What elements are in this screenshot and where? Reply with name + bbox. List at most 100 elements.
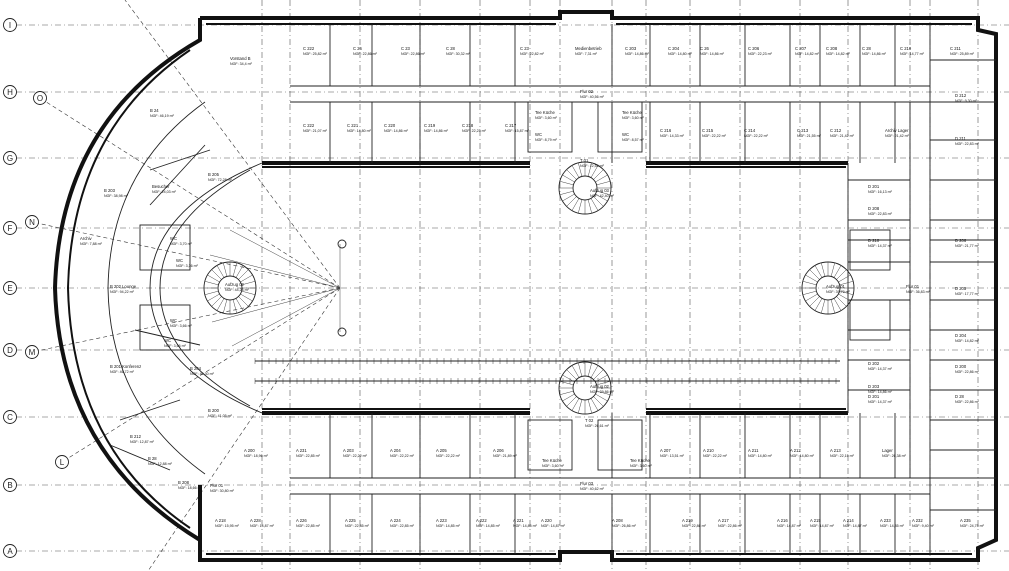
room-name: B 28	[148, 456, 157, 461]
room-area: NGF: 3,66 m²	[164, 344, 187, 348]
room-name: C 207	[795, 46, 807, 51]
radial-bubble-o: O	[33, 91, 47, 105]
room-name: A 208	[612, 518, 623, 523]
room-name: A 226	[296, 518, 307, 523]
room-name: Tee Küche	[622, 110, 642, 115]
room-area: NGF: 30,80 m²	[210, 489, 235, 493]
room-area: NGF: 22,22 m²	[702, 134, 727, 138]
room-area: NGF: 22,22 m²	[703, 454, 728, 458]
room-name: C 221	[347, 123, 359, 128]
grid-bubble-f: F	[3, 221, 17, 235]
room-name: Aufzug 01	[826, 284, 846, 289]
room-area: NGF: 30,32 m²	[446, 52, 471, 56]
room-area: NGF: 26,61 m²	[585, 424, 610, 428]
room-name: B 201 Konferenz	[110, 364, 141, 369]
room-name: C 23	[401, 46, 411, 51]
radial-bubble-n: N	[25, 215, 39, 229]
room-name: C 23	[520, 46, 530, 51]
room-area: NGF: 14,33 m²	[660, 134, 685, 138]
room-name: A 222	[476, 518, 487, 523]
room-area: NGF: 24,03 m²	[152, 190, 177, 194]
room-area: NGF: 14,86 m²	[625, 52, 650, 56]
room-name: A 200	[244, 448, 255, 453]
room-name: B 204	[190, 366, 202, 371]
room-area: NGF: 22,85 m²	[390, 524, 415, 528]
room-area: NGF: 14,80 m²	[347, 129, 372, 133]
room-area: NGF: 14,82 m²	[955, 339, 980, 343]
grid-bubble-h: H	[3, 85, 17, 99]
room-name: WC	[170, 318, 177, 323]
room-name: D 203	[868, 384, 880, 389]
room-area: NGF: 22,15 m²	[830, 454, 855, 458]
room-area: NGF: 14,86 m²	[424, 129, 449, 133]
room-area: NGF: 14,80 m²	[668, 52, 693, 56]
grid-bubble-label: C	[7, 413, 13, 422]
radial-bubble-m: M	[25, 345, 39, 359]
room-name: D 211	[955, 136, 967, 141]
room-area: NGF: 14,85 m²	[436, 524, 461, 528]
room-name: A 224	[390, 518, 401, 523]
room-name: C 220	[384, 123, 396, 128]
room-area: NGF: 38,98 m²	[104, 194, 129, 198]
room-name: B 202 Lounge	[110, 284, 137, 289]
room-area: NGF: 3,70 m²	[170, 242, 193, 246]
room-area: NGF: 34,4 m²	[230, 62, 253, 66]
room-name: T 01	[580, 158, 589, 163]
room-name: D 206	[955, 238, 967, 243]
room-area: NGF: 21,42 m²	[885, 134, 910, 138]
radial-bubble-label: O	[37, 94, 43, 103]
room-name: A 203	[343, 448, 354, 453]
room-area: NGF: 21,77 m²	[955, 244, 980, 248]
room-area: NGF: 14,87 m²	[843, 524, 868, 528]
room-area: NGF: 14,87 m²	[250, 524, 275, 528]
room-name: C 204	[668, 46, 680, 51]
room-area: NGF: 14,87 m²	[810, 524, 835, 528]
room-area: NGF: 44,24 m²	[225, 288, 250, 292]
room-name: A 204	[390, 448, 401, 453]
grid-bubble-d: D	[3, 343, 17, 357]
room-area: NGF: 40,30 m²	[190, 372, 215, 376]
grid-bubble-label: E	[7, 284, 12, 293]
room-name: C 218	[462, 123, 474, 128]
room-name: C 212	[830, 128, 842, 133]
room-area: NGF: 94,22 m²	[110, 290, 135, 294]
room-name: WC	[622, 132, 629, 137]
room-name: A 206	[493, 448, 504, 453]
room-area: NGF: 14,87 m²	[541, 524, 566, 528]
room-name: B 212	[130, 434, 142, 439]
room-area: NGF: 3,60 m²	[535, 116, 558, 120]
room-name: Flur 02	[580, 89, 594, 94]
grid-bubble-label: I	[9, 21, 11, 30]
room-name: A 211	[748, 448, 759, 453]
room-name: A 220	[541, 518, 552, 523]
